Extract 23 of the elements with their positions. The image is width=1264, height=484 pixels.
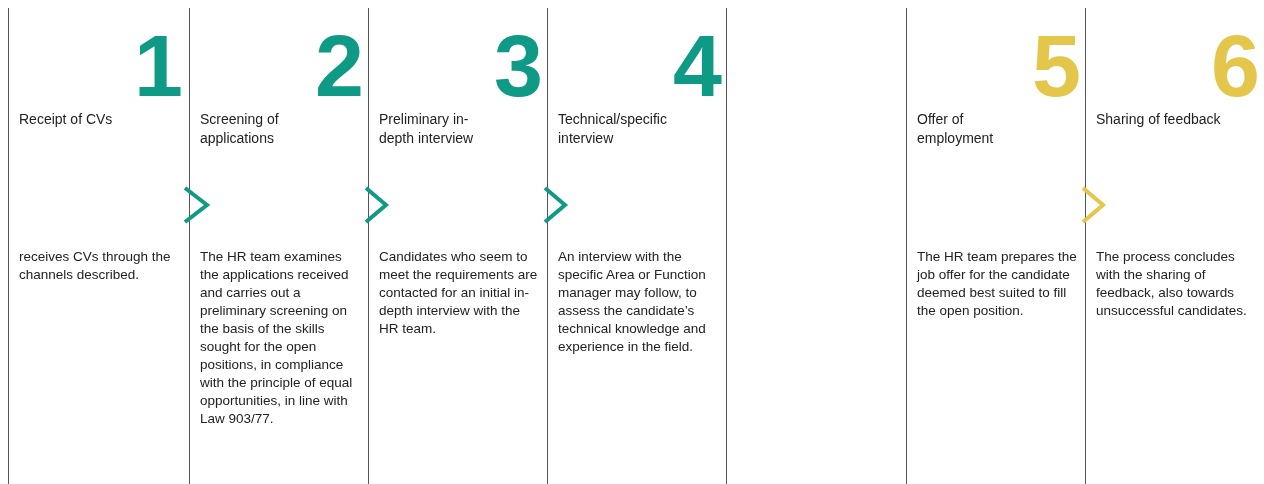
step-description: receives CVs through the channels described. (19, 248, 172, 284)
step-number: 4 (673, 22, 720, 110)
step-title: Screening of applications (200, 110, 280, 148)
step-title: Preliminary in-depth interview (379, 110, 475, 148)
chevron-arrow (364, 186, 390, 224)
step-description: The process concludes with the sharing of feedback, also towards unsuccessful candidates. (1096, 248, 1248, 320)
chevron-arrow (543, 186, 569, 224)
step-number: 6 (1211, 22, 1258, 110)
step-title: Offer of employment (917, 110, 995, 148)
step-title: Sharing of feedback (1096, 110, 1222, 129)
step-number: 1 (134, 22, 181, 110)
step-title: Technical/specific interview (558, 110, 668, 148)
step-number: 5 (1032, 22, 1079, 110)
step-number: 2 (315, 22, 362, 110)
step-description: Candidates who seem to meet the requirements are contacted for an initial in-depth interview with the HR team. (379, 248, 539, 338)
step-number: 3 (494, 22, 541, 110)
step-description: The HR team examines the applications received and carries out a preliminary screening on the basis of the skills sought for the open positions, in compliance with the principle of equal opportunities, in line with Law 903/77. (200, 248, 354, 428)
step-description: The HR team prepares the job offer for the candidate deemed best suited to fill the open position. (917, 248, 1077, 320)
chevron-arrow (183, 186, 211, 224)
chevron-arrow (1081, 186, 1107, 224)
step-column (547, 8, 725, 484)
step-title: Receipt of CVs (19, 110, 114, 129)
step-description: An interview with the specific Area or Function manager may follow, to assess the candidate’s technical knowledge and experience in the field. (558, 248, 707, 356)
